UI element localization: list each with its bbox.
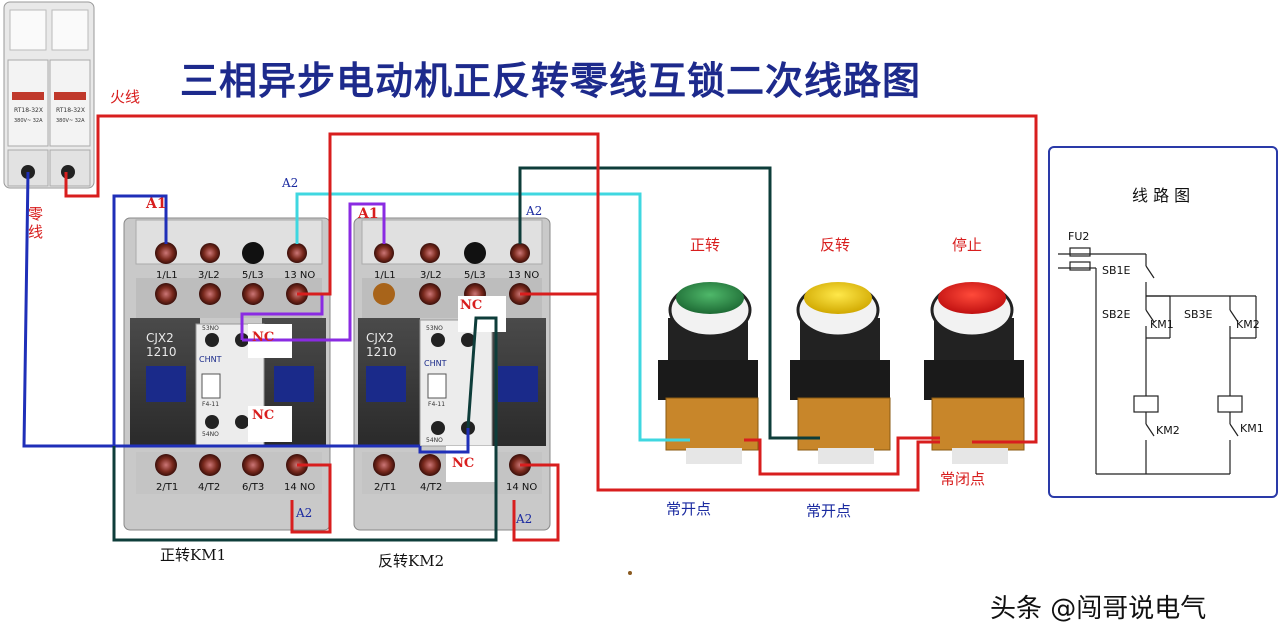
wire-dark-green-km2 [112,316,498,542]
km2-model: CJX2 [366,331,394,345]
wire-km1-nc-purple [240,294,324,340]
km1-aux-54: 54NO [202,431,219,438]
label-a2-bottom-left: A2 [296,506,313,520]
km1-brand: CHNT [199,355,222,364]
km1-rating: 1210 [146,345,177,359]
label-no-contact-2: 常开点 [806,502,852,520]
km2-term-14: 14 NO [506,482,537,493]
wire-live [64,114,1038,444]
fuse-holder: RT18-32X RT18-32X 380V~ 32A 380V~ 32A [3,1,95,189]
wire-km1-14no [290,463,332,534]
km1-model: CJX2 [146,331,174,345]
label-live: 火线 [110,88,141,106]
button-forward [658,282,759,464]
dot-mark [628,571,632,575]
label-a2-top-left: A2 [282,176,299,190]
km1-term-13: 13 NO [284,270,315,281]
label-a2-top-right: A2 [526,204,543,218]
schematic-km1-contact: KM1 [1150,318,1174,331]
button-stop [924,282,1025,464]
schematic-fu2: FU2 [1068,230,1090,243]
km1-term-3: 3/L2 [198,270,220,281]
km1-aux-53: 53NO [202,325,219,332]
schematic-title: 线 路 图 [1132,186,1191,205]
label-nc-1: NC [252,330,275,345]
label-btn-stop: 停止 [952,236,983,254]
schematic-lines [1058,247,1257,475]
schematic-sb3: SB3E [1184,308,1213,321]
km2-term-4: 4/T2 [420,482,442,493]
schematic-sb2: SB2E [1102,308,1131,321]
label-a1-right: A1 [358,206,379,222]
km2-aux-54: 54NO [426,437,443,444]
km2-rating: 1210 [366,345,397,359]
watermark: 头条 @闯哥说电气 [990,594,1207,624]
wire-km1-a1 [112,194,168,446]
label-nc-4: NC [452,456,475,471]
label-btn-reverse: 反转 [820,236,851,254]
label-km2: 反转KM2 [378,552,445,570]
wire-km2-14no [512,463,560,542]
wire-neutral [22,171,420,448]
contactor-km2: 1/L1 3/L2 5/L3 13 NO 2/T1 4/T2 14 NO CJX… [353,217,551,531]
diagram-title: 三相异步电动机正反转零线互锁二次线路图 [180,58,922,103]
label-km1: 正转KM1 [160,546,227,564]
wire-a2-cyan [295,192,690,442]
button-reverse [790,282,891,464]
wire-btn-link [744,436,940,476]
wire-km2-a1-purple [242,202,386,342]
label-neutral: 零线 [28,205,44,241]
km1-term-6: 6/T3 [242,482,264,493]
km2-aux-label: F4-11 [428,401,445,408]
km2-aux-53: 53NO [426,325,443,332]
fuse-brand-1: RT18-32X [14,107,43,114]
wire-km2-nc-blue [418,428,470,454]
wire-km1-13no [297,132,940,492]
fuse-spec-2: 380V~ 32A [56,118,85,124]
wire-dark-green [518,166,820,440]
fuse-brand-2: RT18-32X [56,107,85,114]
km1-term-5: 5/L3 [242,270,264,281]
contactor-km1: 1/L1 3/L2 5/L3 13 NO 2/T1 4/T2 6/T3 14 N… [123,217,331,531]
schematic-panel: 线 路 图 [1048,146,1278,498]
km1-term-4: 4/T2 [198,482,220,493]
label-no-contact-1: 常开点 [666,500,712,518]
schematic-km1-lower: KM1 [1240,422,1264,435]
km2-term-3: 3/L2 [420,270,442,281]
label-btn-forward: 正转 [690,236,721,254]
schematic-sb1: SB1E [1102,264,1131,277]
label-a1-left: A1 [146,196,167,212]
km1-term-1: 1/L1 [156,270,178,281]
label-nc-contact: 常闭点 [940,470,986,488]
label-a2-bottom-right: A2 [516,512,533,526]
km2-term-13: 13 NO [508,270,539,281]
km2-term-1: 1/L1 [374,270,396,281]
schematic-km2-lower: KM2 [1156,424,1180,437]
schematic-km2-contact: KM2 [1236,318,1260,331]
wires [22,114,1038,542]
km1-aux-label: F4-11 [202,401,219,408]
km2-term-2: 2/T1 [374,482,396,493]
km1-term-14: 14 NO [284,482,315,493]
km2-term-5: 5/L3 [464,270,486,281]
km2-brand: CHNT [424,359,447,368]
label-nc-2: NC [252,408,275,423]
fuse-spec-1: 380V~ 32A [14,118,43,124]
km1-term-2: 2/T1 [156,482,178,493]
label-nc-3: NC [460,298,483,313]
